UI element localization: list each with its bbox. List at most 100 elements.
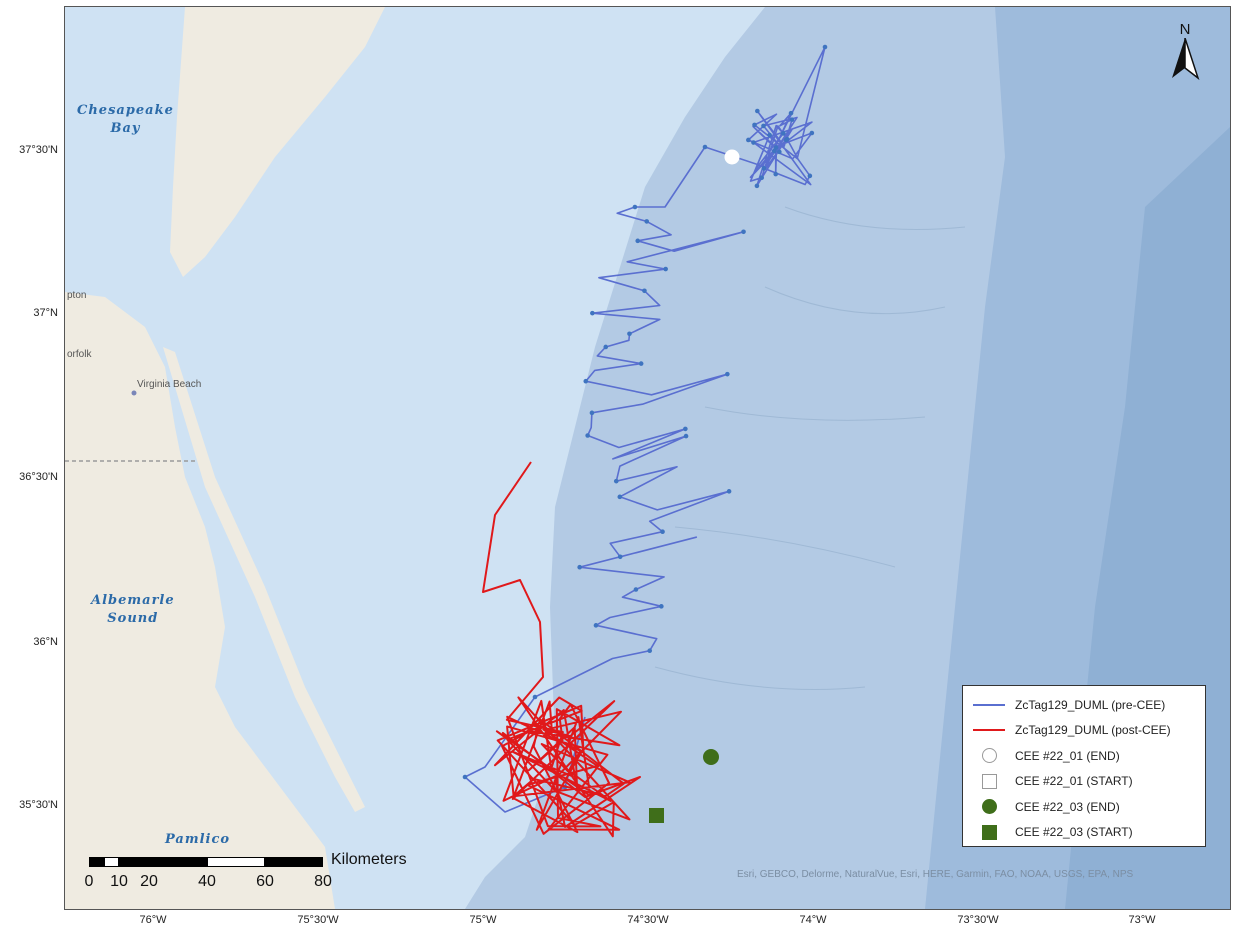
place-label-hampton: pton [67,290,87,301]
scale-label-80: 80 [314,873,332,890]
virginia-north-carolina-mainland [65,292,335,909]
line-swatch-icon [973,729,1005,732]
place-label-chesapeake-bay: Chesapeake Bay [77,103,174,136]
lat-tick-37-00: 37°N [33,307,58,319]
scale-seg-1 [89,857,104,867]
outer-banks [163,347,365,812]
track-point [726,489,732,494]
track-point [822,44,828,50]
track-point [613,478,619,484]
pre-cee-track-points [462,44,828,790]
north-arrow: N [1168,22,1202,94]
track-point [755,108,760,114]
legend-label: CEE #22_01 (END) [1015,748,1120,763]
virginia-beach-dot [131,390,137,396]
track-point [780,131,786,136]
north-letter: N [1179,21,1191,38]
lon-tick-76-00: 76°W [139,914,167,926]
scale-label-40: 40 [198,873,216,890]
scale-bar: Kilometers 0 10 20 40 60 80 [85,851,429,893]
cee-22-01-end-marker[interactable] [724,149,740,165]
legend-item-post-cee[interactable]: ZcTag129_DUML (post-CEE) [971,718,1197,744]
cee-22-03-end-marker[interactable] [703,749,719,765]
lon-tick-75-30: 75°30'W [297,914,339,926]
track-point [754,183,760,189]
track-point [663,266,668,272]
lon-tick-73-30: 73°30'W [957,914,999,926]
scale-label-20: 20 [140,873,158,890]
track-point [777,149,782,155]
scale-label-60: 60 [256,873,274,890]
track-point [773,171,779,177]
track-point [761,166,767,171]
scale-seg-5 [207,857,265,867]
legend-label: CEE #22_03 (START) [1015,825,1133,840]
map-canvas[interactable] [65,7,1230,909]
place-label-pamlico: Pamlico [165,832,231,847]
track-point [809,130,815,136]
legend-label: CEE #22_01 (START) [1015,774,1133,789]
track-point [462,774,468,780]
legend-item-cee-22-01-end[interactable]: CEE #22_01 (END) [971,743,1197,769]
track-point [773,145,779,150]
legend-item-pre-cee[interactable]: ZcTag129_DUML (pre-CEE) [971,692,1197,718]
track-point [603,344,609,350]
legend-label: CEE #22_03 (END) [1015,799,1120,814]
lon-tick-75-00: 75°W [469,914,497,926]
legend-swatch [971,747,1007,765]
track-point [642,288,647,294]
track-point [759,175,765,181]
scale-seg-6 [265,857,323,867]
lon-tick-74-30: 74°30'W [627,914,669,926]
map-frame[interactable]: Chesapeake Bay Albemarle Sound Pamlico V… [64,6,1231,910]
track-point [633,587,639,592]
track-point [751,140,756,145]
track-point [761,123,766,129]
filled-circle-icon [981,799,997,815]
hollow-square-icon [981,773,997,789]
legend-label: ZcTag129_DUML (post-CEE) [1015,723,1171,738]
track-point [593,623,599,628]
track-point [635,238,641,244]
track-point [632,204,638,210]
track-point [644,219,650,224]
place-label-virginia-beach: Virginia Beach [137,379,202,390]
legend-item-cee-22-03-end[interactable]: CEE #22_03 (END) [971,794,1197,820]
map-legend: ZcTag129_DUML (pre-CEE) ZcTag129_DUML (p… [962,685,1206,847]
track-point [638,361,644,366]
legend-swatch [971,823,1007,841]
filled-square-icon [981,824,997,840]
lat-tick-35-30: 35°30'N [19,799,58,811]
legend-swatch [971,798,1007,816]
post-cee-track[interactable] [482,461,641,838]
legend-item-cee-22-03-start[interactable]: CEE #22_03 (START) [971,820,1197,846]
lat-tick-37-30: 37°30'N [19,144,58,156]
track-point [590,310,595,316]
lat-tick-36-00: 36°N [33,636,58,648]
seafloor-canyons [654,206,966,690]
pre-cee-track[interactable] [464,46,826,813]
scale-label-10: 10 [110,873,128,890]
lat-tick-36-30: 36°30'N [19,471,58,483]
track-point [725,371,730,377]
track-point [772,148,777,154]
scale-units: Kilometers [331,851,407,868]
cee-22-03-start-marker[interactable] [649,808,664,823]
track-point [788,110,794,116]
line-swatch-icon [973,703,1005,706]
north-arrow-icon [1172,37,1200,81]
track-point [577,564,582,570]
legend-item-cee-22-01-start[interactable]: CEE #22_01 (START) [971,769,1197,795]
delmarva-peninsula [170,7,385,277]
track-point [617,554,623,560]
lon-tick-73-00: 73°W [1128,914,1156,926]
legend-label: ZcTag129_DUML (pre-CEE) [1015,697,1166,712]
hollow-circle-icon [981,748,997,764]
track-point [741,229,746,235]
track-point [585,433,590,438]
track-point [683,433,689,439]
track-point [789,117,795,122]
track-point [627,331,632,337]
track-point [752,122,757,128]
track-point [807,173,813,179]
